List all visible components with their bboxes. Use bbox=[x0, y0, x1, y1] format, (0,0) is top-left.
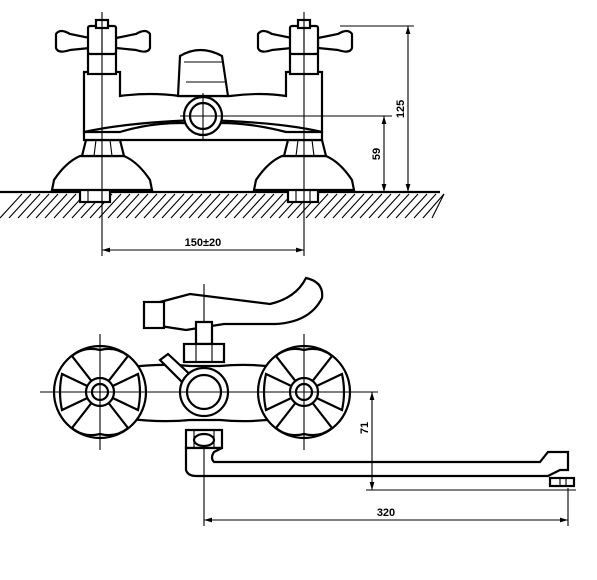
hatch-line bbox=[413, 193, 437, 219]
hatch-line bbox=[341, 193, 365, 219]
top-hex-nut bbox=[182, 342, 226, 364]
right-hex-nut bbox=[282, 138, 328, 158]
top-lever-handle bbox=[158, 276, 324, 332]
hatch-line bbox=[359, 193, 383, 219]
hatch-line bbox=[125, 193, 149, 219]
wall-hatching bbox=[0, 193, 445, 219]
spout-swivel-nut bbox=[184, 428, 224, 450]
dimension-label-320: 320 bbox=[377, 507, 395, 519]
hatch-line bbox=[233, 193, 257, 219]
hatch-line bbox=[395, 193, 419, 219]
hatch-line bbox=[368, 193, 392, 219]
dimension-label-59: 59 bbox=[371, 148, 383, 160]
hatch-line bbox=[404, 193, 428, 219]
dimension-label-125: 125 bbox=[395, 100, 407, 118]
hatch-line bbox=[53, 193, 77, 219]
dimension-body-height: 59 bbox=[226, 115, 392, 192]
hatch-line bbox=[152, 193, 176, 219]
hatch-line bbox=[350, 193, 374, 219]
hatch-line bbox=[35, 193, 59, 219]
hatch-line bbox=[188, 193, 212, 219]
right-cross-handle bbox=[256, 18, 354, 56]
hatch-line bbox=[314, 193, 338, 219]
dimension-label-150: 150±20 bbox=[185, 237, 222, 249]
hatch-line bbox=[161, 193, 185, 219]
hatch-line bbox=[251, 193, 275, 219]
hatch-line bbox=[143, 193, 167, 219]
hatch-line bbox=[323, 193, 347, 219]
hatch-line bbox=[422, 193, 445, 219]
spout-aerator bbox=[548, 476, 576, 488]
hatch-line bbox=[17, 193, 41, 219]
diverter-lever bbox=[176, 48, 230, 98]
hatch-line bbox=[26, 193, 50, 219]
left-hex-nut bbox=[80, 138, 126, 158]
dimension-spout-length: 320 bbox=[203, 448, 569, 526]
hatch-line bbox=[206, 193, 230, 219]
hatch-line bbox=[215, 193, 239, 219]
dimension-label-71: 71 bbox=[359, 422, 371, 434]
hatch-line bbox=[116, 193, 140, 219]
hatch-line bbox=[107, 193, 131, 219]
hatch-line bbox=[170, 193, 194, 219]
hatch-line bbox=[0, 193, 23, 219]
front-view: 125 59 150±20 bbox=[0, 12, 445, 256]
hatch-line bbox=[386, 193, 410, 219]
hatch-line bbox=[179, 193, 203, 219]
hatch-line bbox=[224, 193, 248, 219]
left-cross-handle bbox=[54, 18, 152, 56]
hatch-line bbox=[197, 193, 221, 219]
hatch-line bbox=[44, 193, 68, 219]
dimension-total-height: 125 bbox=[340, 25, 414, 192]
top-view: 71 320 bbox=[40, 276, 576, 526]
spout bbox=[184, 446, 570, 478]
top-lever-cap bbox=[142, 300, 166, 330]
hatch-line bbox=[431, 193, 445, 219]
hatch-line bbox=[134, 193, 158, 219]
outlet-ring bbox=[180, 93, 226, 139]
hatch-line bbox=[242, 193, 266, 219]
hatch-line bbox=[305, 193, 329, 219]
hatch-line bbox=[98, 193, 122, 219]
dimension-spout-drop: 71 bbox=[359, 392, 576, 491]
hatch-line bbox=[332, 193, 356, 219]
hatch-line bbox=[8, 193, 32, 219]
dimension-mount-spacing: 150±20 bbox=[101, 202, 305, 256]
hatch-line bbox=[377, 193, 401, 219]
hatch-line bbox=[260, 193, 284, 219]
